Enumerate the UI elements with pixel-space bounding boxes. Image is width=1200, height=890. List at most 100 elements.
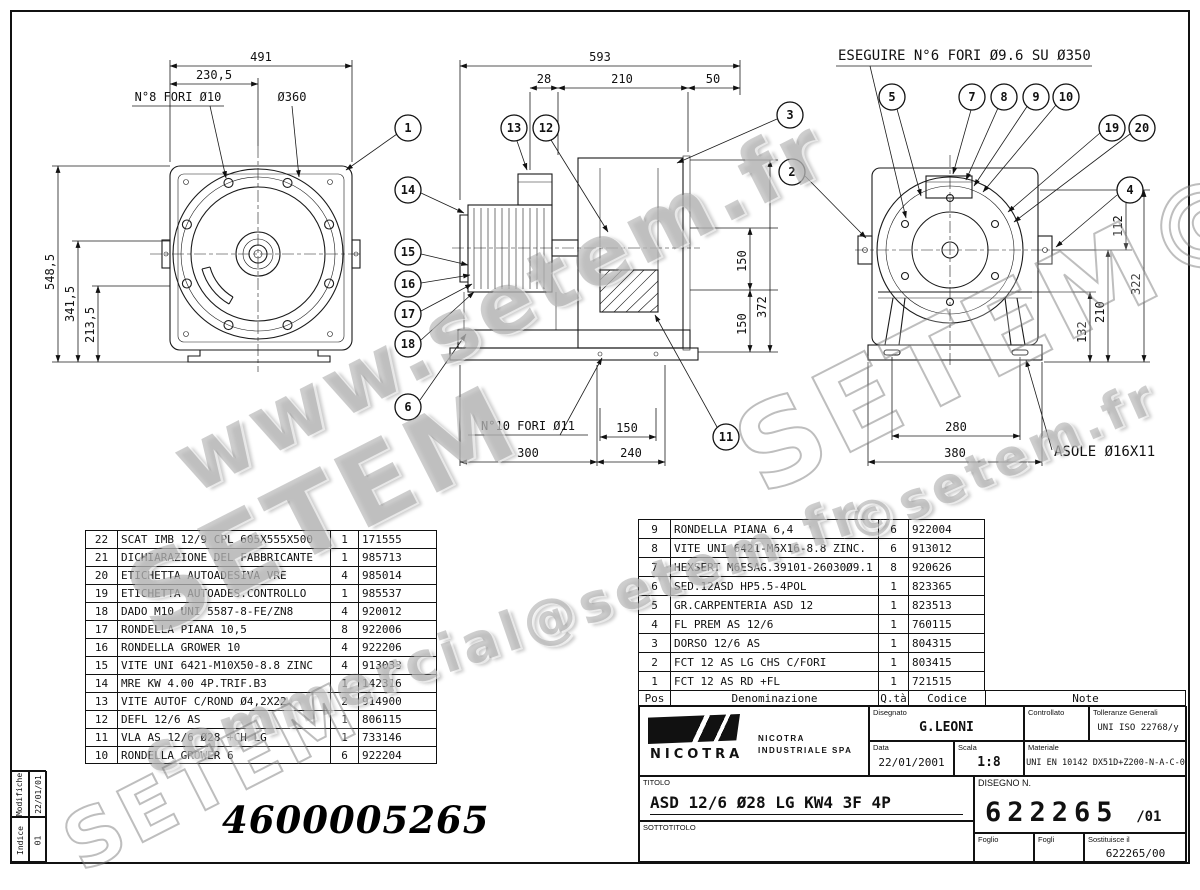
balloon-20: 20: [1013, 114, 1156, 223]
balloon-10: 10: [982, 83, 1080, 193]
balloon-6: 6: [394, 333, 467, 421]
note-10-holes: N°10 FORI Ø11: [481, 419, 575, 433]
title-block: NICOTRA NICOTRA INDUSTRIALE SPA Disegnat…: [638, 705, 1187, 863]
part-qty: 1: [330, 530, 358, 548]
part-pos: 22: [85, 530, 117, 548]
part-qty: 8: [878, 557, 908, 576]
part-name: RONDELLA PIANA 6,4: [670, 519, 878, 538]
part-name: RONDELLA GROWER 6: [117, 746, 330, 764]
part-pos: 18: [85, 602, 117, 620]
dim-28: 28: [537, 72, 551, 86]
dim-150-right-top: 150: [735, 250, 749, 272]
part-qty: 1: [330, 674, 358, 692]
technical-drawing: 491 230,5 N°8 FORI Ø10 Ø360 548,5 341,5 …: [43, 48, 1156, 466]
part-pos: 20: [85, 566, 117, 584]
modifiche-cell: Modifiche: [11, 771, 29, 817]
data-cell: Data 22/01/2001: [869, 741, 954, 776]
part-code: 171555: [358, 530, 437, 548]
dim-341-5: 341,5: [63, 286, 77, 322]
part-qty: 1: [878, 652, 908, 671]
dim-280: 280: [945, 420, 967, 434]
rev-date-cell: 22/01/01: [29, 771, 47, 817]
part-pos: 12: [85, 710, 117, 728]
dim-dia360: Ø360: [278, 90, 307, 104]
part-pos: 1: [638, 671, 670, 690]
part-qty: 1: [878, 671, 908, 690]
titolo-value: ASD 12/6 Ø28 LG KW4 3F 4P: [650, 793, 963, 815]
materiale-label: Materiale: [1028, 743, 1059, 752]
note-drill-6-holes: ESEGUIRE N°6 FORI Ø9.6 SU Ø350: [838, 48, 1091, 64]
scala-value: 1:8: [977, 755, 1001, 770]
balloon-18: 18: [394, 291, 475, 358]
balloon-17: 17: [394, 283, 473, 328]
sostituisce-cell: Sostituisce il 622265/00: [1084, 833, 1187, 863]
part-pos: 10: [85, 746, 117, 764]
part-code: 823365: [908, 576, 985, 595]
scala-label: Scala: [958, 743, 977, 752]
svg-text:8: 8: [1000, 90, 1007, 104]
part-qty: 1: [330, 710, 358, 728]
svg-text:13: 13: [507, 121, 521, 135]
part-qty: 1: [878, 576, 908, 595]
part-qty: 6: [330, 746, 358, 764]
data-value: 22/01/2001: [878, 756, 945, 769]
part-name: ETICHETTA AUTOADESIVA VRE: [117, 566, 330, 584]
part-code: 922206: [358, 638, 437, 656]
fogli-label: Fogli: [1038, 835, 1055, 844]
svg-text:9: 9: [1032, 90, 1039, 104]
header-note: Note: [985, 690, 1186, 706]
note-cell: [985, 519, 1186, 538]
part-code: 806115: [358, 710, 437, 728]
part-code: 914900: [358, 692, 437, 710]
part-pos: 21: [85, 548, 117, 566]
part-name: FL PREM AS 12/6: [670, 614, 878, 633]
part-name: ETICHETTA AUTOADES.CONTROLLO: [117, 584, 330, 602]
part-code: 922004: [908, 519, 985, 538]
part-pos: 15: [85, 656, 117, 674]
note-cell: [985, 652, 1186, 671]
part-pos: 19: [85, 584, 117, 602]
part-pos: 9: [638, 519, 670, 538]
part-qty: 6: [878, 538, 908, 557]
part-qty: 6: [878, 519, 908, 538]
part-code: 760115: [908, 614, 985, 633]
balloon-12: 12: [532, 114, 609, 233]
balloon-3: 3: [676, 101, 804, 164]
balloon-1: 1: [345, 114, 422, 171]
part-qty: 1: [878, 633, 908, 652]
svg-text:11: 11: [719, 430, 733, 444]
part-qty: 1: [330, 548, 358, 566]
part-code: 920626: [908, 557, 985, 576]
dim-112: 112: [1111, 215, 1125, 237]
header-qty: Q.tà: [878, 690, 908, 706]
indice-label: Indice: [15, 825, 25, 855]
dim-300: 300: [517, 446, 539, 460]
rev-index: 01: [33, 835, 43, 845]
scala-cell: Scala 1:8: [954, 741, 1024, 776]
disegno-label: DISEGNO N.: [978, 778, 1032, 788]
dim-213-5: 213,5: [83, 307, 97, 343]
note-cell: [985, 538, 1186, 557]
part-pos: 2: [638, 652, 670, 671]
dim-50: 50: [706, 72, 720, 86]
part-name: MRE KW 4.00 4P.TRIF.B3: [117, 674, 330, 692]
rear-view: [855, 155, 1055, 368]
dim-210-top: 210: [611, 72, 633, 86]
part-name: SCAT IMB 12/9 CPL 605X555X500: [117, 530, 330, 548]
part-name: FCT 12 AS LG CHS C/FORI: [670, 652, 878, 671]
part-code: 920012: [358, 602, 437, 620]
svg-text:16: 16: [401, 277, 415, 291]
dim-380: 380: [944, 446, 966, 460]
rear-view-dimensions: ESEGUIRE N°6 FORI Ø9.6 SU Ø350 132 210 1…: [836, 48, 1155, 466]
note-8-holes: N°8 FORI Ø10: [135, 90, 222, 104]
part-code: 142316: [358, 674, 437, 692]
controllato-cell: Controllato: [1024, 706, 1089, 741]
foglio-cell: Foglio: [974, 833, 1034, 863]
part-qty: 1: [878, 595, 908, 614]
part-qty: 1: [330, 728, 358, 746]
part-name: VITE UNI 6421-M6X16-8.8 ZINC.: [670, 538, 878, 557]
balloon-16: 16: [394, 270, 471, 298]
note-cell: [985, 633, 1186, 652]
bolt-holes: [181, 177, 335, 331]
